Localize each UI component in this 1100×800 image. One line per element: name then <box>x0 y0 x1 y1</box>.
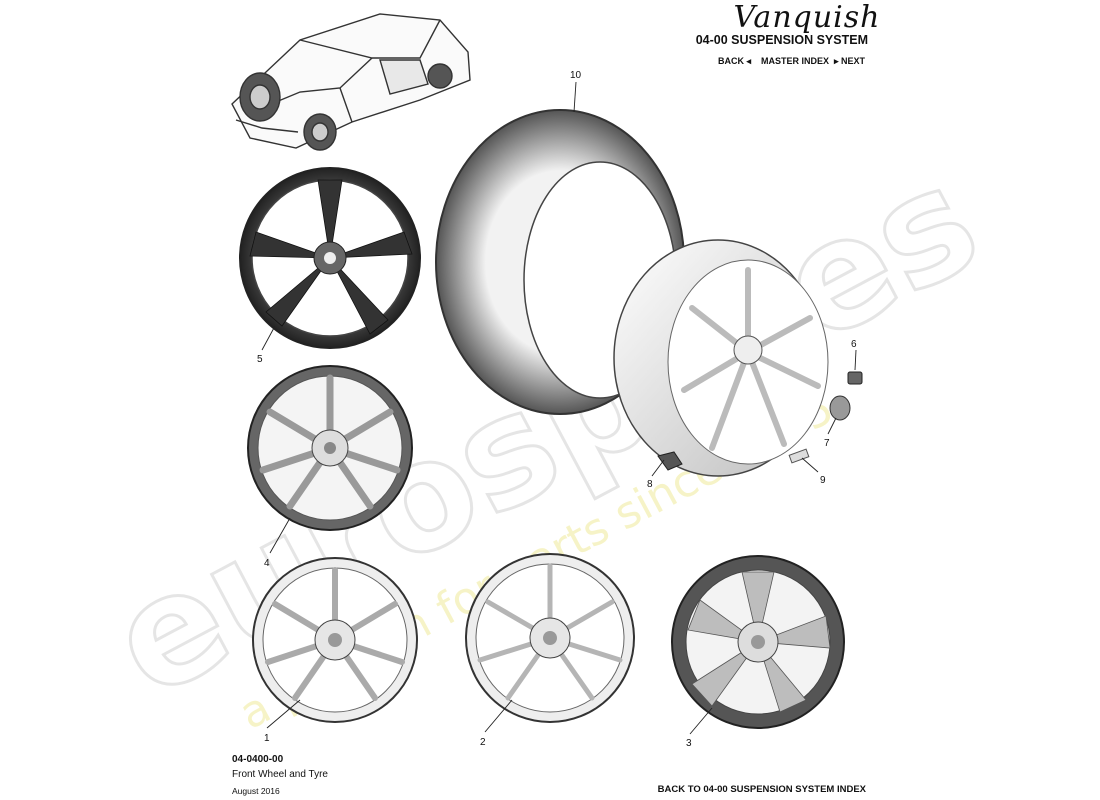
callout-lines <box>261 81 857 735</box>
master-index-link[interactable]: MASTER INDEX <box>761 56 830 66</box>
section-title: 04-00 SUSPENSION SYSTEM <box>695 33 868 47</box>
callout-10: 10 <box>570 70 582 81</box>
callout-3: 3 <box>686 738 692 749</box>
car-thumbnail <box>231 13 471 151</box>
diagram-name: Front Wheel and Tyre <box>232 769 328 780</box>
callout-2: 2 <box>480 737 486 748</box>
callout-8: 8 <box>647 479 653 490</box>
callout-5: 5 <box>257 354 263 365</box>
callout-1: 1 <box>264 733 270 744</box>
callouts: 1 2 3 4 5 6 7 8 9 10 <box>257 70 857 749</box>
diagram-code: 04-0400-00 <box>232 754 284 765</box>
wheel-2[interactable] <box>465 553 635 723</box>
back-to-index-link[interactable]: BACK TO 04-00 SUSPENSION SYSTEM INDEX <box>657 784 866 795</box>
wheel-1[interactable] <box>252 557 418 723</box>
callout-4: 4 <box>264 558 270 569</box>
wheel-5[interactable] <box>239 167 421 349</box>
callout-9: 9 <box>820 475 826 486</box>
valve-stem-9[interactable] <box>788 448 810 464</box>
wheel-3[interactable] <box>671 555 845 729</box>
next-link[interactable]: ▸ NEXT <box>834 56 866 66</box>
callout-6: 6 <box>851 339 857 350</box>
tpms-valve-8[interactable] <box>657 451 683 471</box>
wheel-nut-6[interactable] <box>847 371 863 385</box>
wheel-4[interactable] <box>247 365 413 531</box>
callout-7: 7 <box>824 438 830 449</box>
centre-cap-7[interactable] <box>829 395 851 421</box>
vanquish-logo: Vanquish <box>733 0 881 35</box>
back-link[interactable]: BACK ◂ <box>718 56 752 66</box>
diagram-date: August 2016 <box>232 786 280 796</box>
wheel-rim[interactable] <box>613 239 829 477</box>
